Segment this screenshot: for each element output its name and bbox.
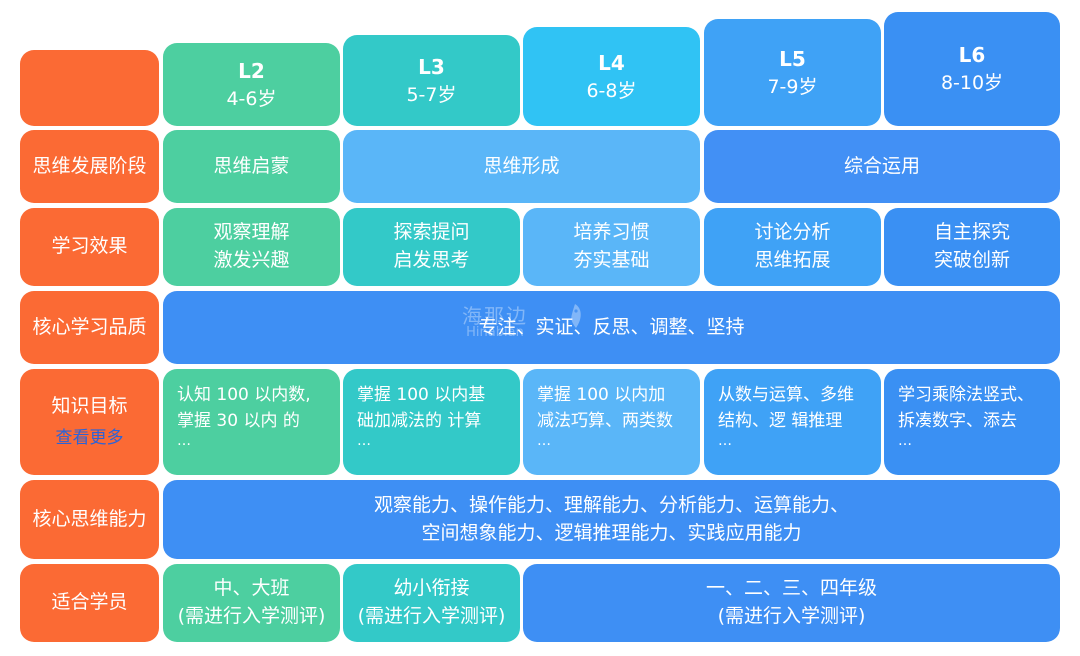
goal-label: 知识目标: [51, 394, 128, 417]
goal-line: 拆凑数字、添去: [898, 410, 1017, 431]
goal-ellipsis: …: [718, 433, 733, 449]
effect-cell: 探索提问 启发思考: [343, 208, 520, 286]
stage-cell: 思维启蒙: [163, 130, 340, 203]
level-header-l5: L5 7-9岁: [704, 19, 881, 126]
effect-line: 讨论分析: [754, 221, 831, 244]
goal-line: 结构、逻 辑推理: [718, 410, 843, 431]
effect-cell: 观察理解 激发兴趣: [163, 208, 340, 286]
level-header-l2: L2 4-6岁: [163, 43, 340, 126]
goal-line: 从数与运算、多维: [718, 385, 854, 405]
row-label-goal: 知识目标 查看更多: [20, 369, 159, 475]
student-line: (需进行入学测评): [177, 605, 326, 627]
student-cell: 一、二、三、四年级 (需进行入学测评): [523, 564, 1060, 642]
level-header-l6: L6 8-10岁: [884, 12, 1060, 126]
ability-cell: 观察能力、操作能力、理解能力、分析能力、运算能力、 空间想象能力、逻辑推理能力、…: [163, 480, 1060, 559]
effect-line: 突破创新: [933, 249, 1010, 271]
student-cell: 中、大班 (需进行入学测评): [163, 564, 340, 642]
ability-line: 空间想象能力、逻辑推理能力、实践应用能力: [421, 521, 802, 544]
stage-cell: 综合运用: [704, 130, 1060, 203]
goal-line: 掌握 100 以内基: [357, 385, 486, 405]
level-name: L4: [598, 50, 625, 75]
row-label-stage: 思维发展阶段: [20, 130, 159, 203]
student-line: 幼小衔接: [393, 577, 470, 600]
student-line: 中、大班: [213, 577, 290, 600]
effect-line: 启发思考: [393, 249, 470, 271]
student-line: 一、二、三、四年级: [705, 577, 877, 600]
level-name: L6: [958, 43, 986, 68]
quality-cell: 专注、实证、反思、调整、坚持: [163, 291, 1060, 364]
level-age: 6-8岁: [586, 79, 637, 102]
goal-cell: 掌握 100 以内基 础加减法的 计算 …: [343, 369, 520, 475]
goal-line: 认知 100 以内数,: [177, 385, 311, 405]
goal-cell: 掌握 100 以内加 减法巧算、两类数 …: [523, 369, 700, 475]
student-line: (需进行入学测评): [357, 605, 506, 627]
goal-ellipsis: …: [537, 433, 552, 449]
goal-ellipsis: …: [357, 433, 372, 449]
level-name: L2: [238, 58, 265, 83]
goal-cell: 学习乘除法竖式、 拆凑数字、添去 …: [884, 369, 1060, 475]
goal-line: 掌握 100 以内加: [537, 385, 666, 405]
row-label-quality: 核心学习品质: [20, 291, 159, 364]
row-label-effect: 学习效果: [20, 208, 159, 286]
level-header-l3: L3 5-7岁: [343, 35, 520, 126]
goal-line: 掌握 30 以内 的: [177, 410, 300, 431]
effect-line: 夯实基础: [573, 249, 650, 271]
effect-line: 思维拓展: [754, 249, 831, 271]
effect-line: 培养习惯: [573, 221, 650, 244]
level-name: L5: [779, 46, 806, 71]
level-age: 5-7岁: [406, 83, 457, 106]
effect-line: 探索提问: [393, 221, 470, 244]
row-label-student: 适合学员: [20, 564, 159, 642]
level-name: L3: [418, 54, 445, 79]
level-age: 7-9岁: [767, 75, 818, 98]
view-more-link[interactable]: 查看更多: [55, 428, 124, 449]
goal-cell: 认知 100 以内数, 掌握 30 以内 的 …: [163, 369, 340, 475]
goal-ellipsis: …: [898, 433, 913, 449]
goal-line: 础加减法的 计算: [357, 410, 482, 431]
goal-ellipsis: …: [177, 433, 192, 449]
row-label-ability: 核心思维能力: [20, 480, 159, 559]
level-age: 4-6岁: [226, 87, 277, 110]
header-corner: [20, 50, 159, 126]
level-age: 8-10岁: [940, 72, 1004, 95]
ability-line: 观察能力、操作能力、理解能力、分析能力、运算能力、: [373, 493, 849, 516]
goal-line: 减法巧算、两类数: [537, 410, 673, 431]
student-cell: 幼小衔接 (需进行入学测评): [343, 564, 520, 642]
level-header-l4: L4 6-8岁: [523, 27, 700, 126]
student-line: (需进行入学测评): [717, 605, 866, 627]
effect-line: 激发兴趣: [213, 249, 290, 271]
effect-cell: 讨论分析 思维拓展: [704, 208, 881, 286]
stage-cell: 思维形成: [343, 130, 700, 203]
effect-line: 观察理解: [213, 221, 290, 244]
effect-line: 自主探究: [933, 221, 1010, 244]
effect-cell: 培养习惯 夯实基础: [523, 208, 700, 286]
goal-line: 学习乘除法竖式、: [898, 385, 1034, 405]
goal-cell: 从数与运算、多维 结构、逻 辑推理 …: [704, 369, 881, 475]
effect-cell: 自主探究 突破创新: [884, 208, 1060, 286]
